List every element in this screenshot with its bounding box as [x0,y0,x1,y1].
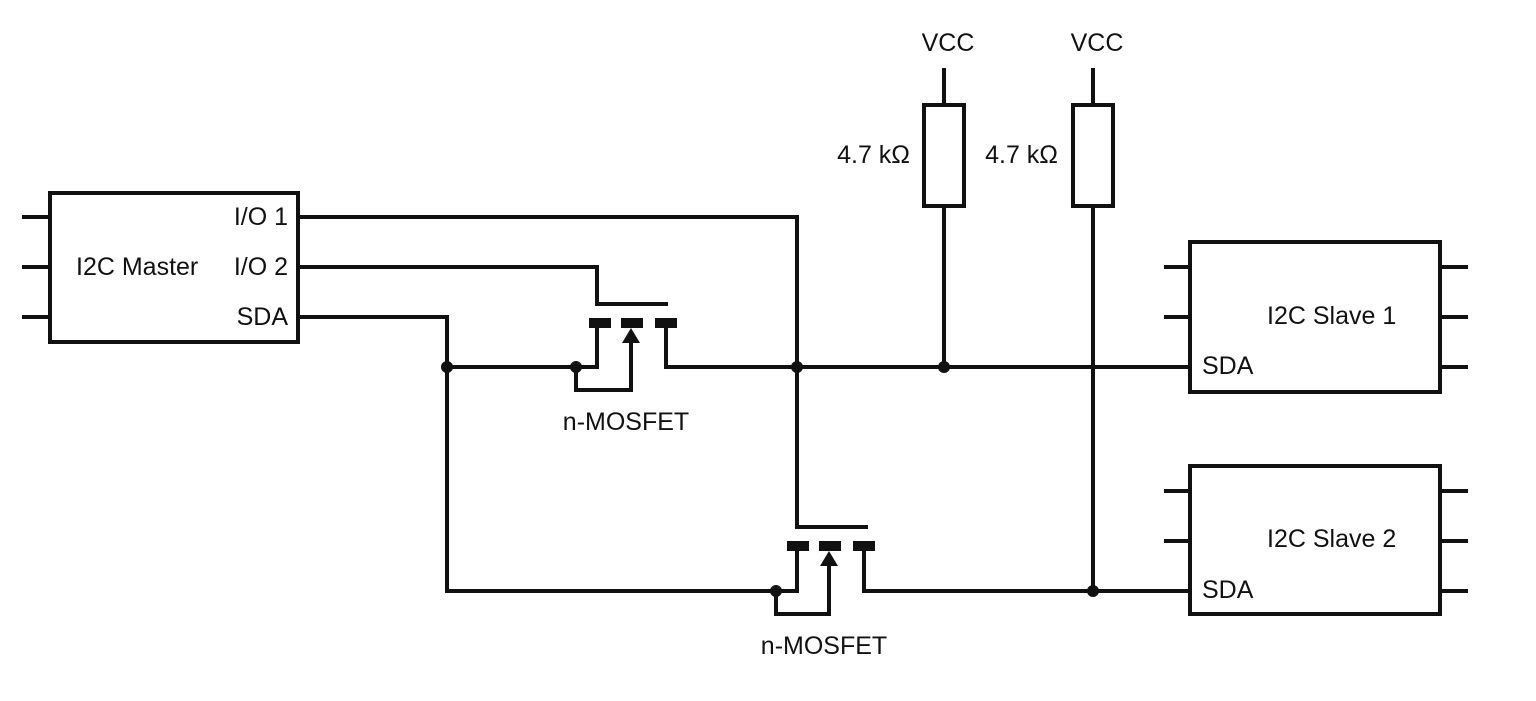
resistor-2-vcc-label: VCC [1071,29,1124,57]
mosfet-2: n-MOSFET [761,541,1192,660]
mosfet-2-label: n-MOSFET [761,632,887,660]
master-pin-io1-label: I/O 1 [234,203,288,231]
pull-up-resistor-1: VCC 4.7 kΩ [837,29,975,369]
mosfet-2-source-plate [787,541,809,551]
master-outline [48,191,300,344]
slave-1-sda-label: SDA [1202,352,1254,380]
wire-io1 [296,215,799,529]
resistor-1-vcc-label: VCC [922,29,975,57]
mosfet-1-drain-to-slave-1-sda [664,326,1192,369]
mosfet-1: n-MOSFET [563,318,1192,436]
i2c-master-block: I2C Master I/O 1 I/O 2 SDA [22,191,300,344]
mosfet-1-label: n-MOSFET [563,408,689,436]
mosfet-2-drain-plate [853,541,875,551]
mosfet-2-source-junction [770,585,782,597]
wire-master-sda [296,315,778,593]
mosfet-1-drain-plate [655,318,677,328]
mosfet-2-arrow-icon [820,551,838,566]
wire-io2 [296,265,599,306]
junction-master-sda [441,361,453,373]
mosfet-1-body-link [574,343,633,392]
mosfet-2-drain-to-slave-2-sda [862,549,1192,593]
mosfet-2-source-lead [774,549,799,593]
mosfet-1-source-junction [570,361,582,373]
i2c-slave-2-block: I2C Slave 2 SDA [1164,464,1468,616]
resistor-1-body [922,103,966,208]
slave-2-title: I2C Slave 2 [1267,525,1396,553]
junction-io1-crossing [791,361,803,373]
resistor-2-value: 4.7 kΩ [985,141,1058,169]
resistor-2-body [1071,103,1115,208]
master-pin-io2-label: I/O 2 [234,253,288,281]
pull-up-resistor-2: VCC 4.7 kΩ [985,29,1124,593]
junction-pullup-1 [938,361,950,373]
mosfet-2-body-link [774,566,831,616]
i2c-slave-1-block: I2C Slave 1 SDA [1164,240,1468,394]
slave-2-sda-label: SDA [1202,576,1254,604]
mosfet-2-body-plate [819,541,841,551]
mosfet-1-source-plate [589,318,611,328]
resistor-1-value: 4.7 kΩ [837,141,910,169]
junction-pullup-2 [1087,585,1099,597]
slave-1-title: I2C Slave 1 [1267,302,1396,330]
mosfet-1-body-plate [621,318,643,328]
mosfet-1-arrow-icon [622,328,640,343]
slave-1-outline [1188,240,1442,394]
master-pin-sda-label: SDA [237,303,289,331]
mosfet-1-source-lead [574,326,599,369]
master-title: I2C Master [76,253,198,281]
